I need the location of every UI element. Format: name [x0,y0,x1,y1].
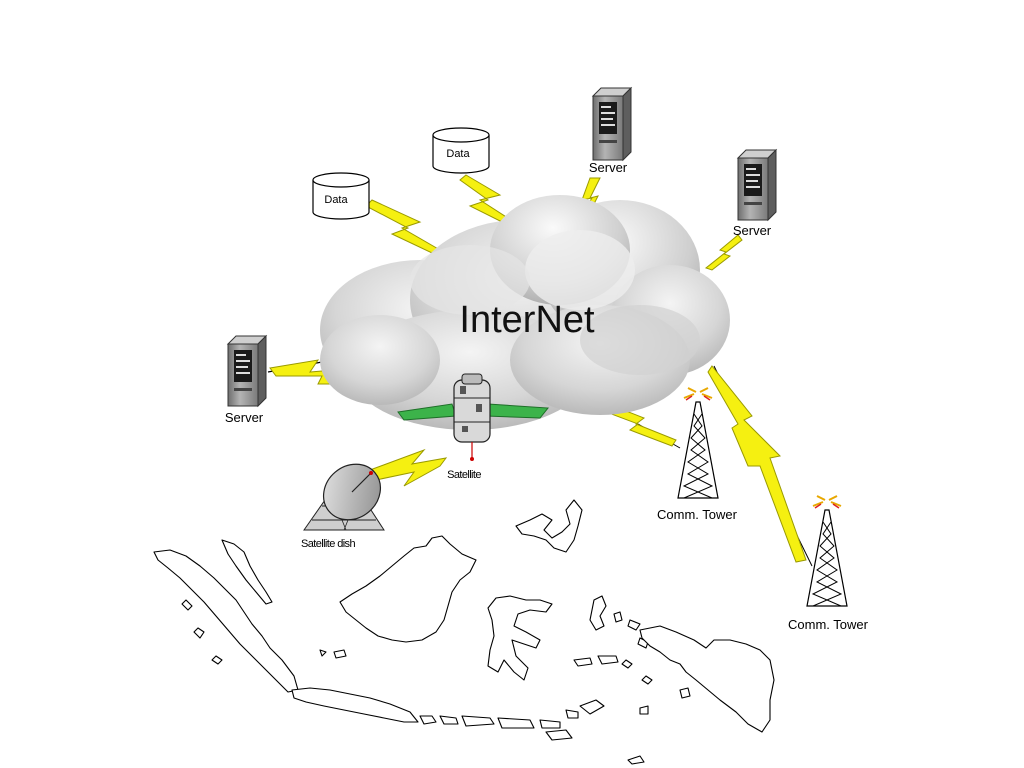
tower-icon [806,495,848,607]
internet-cloud [320,195,730,430]
tower-node-1[interactable]: Comm. Tower [657,387,738,522]
satellite-node[interactable]: Satellite [397,373,549,481]
data-label: Data [324,194,348,206]
link-bolt-satellite-dish [369,448,448,487]
server-label: Server [589,160,628,175]
server-label: Server [225,410,264,425]
island-sulawesi [487,595,553,681]
links [267,174,813,567]
server-label: Server [733,223,772,238]
server-icon [226,334,268,408]
satellite-dish-node[interactable]: Satellite dish [301,453,392,550]
satellite-dish-icon [303,463,385,531]
tower-label: Comm. Tower [657,507,738,522]
link-bolt-data-1 [365,199,442,254]
island-sumatra [153,549,299,693]
island-borneo [339,535,477,643]
link-bolt-tower-1 [605,403,677,447]
database-icon [432,127,490,174]
cloud-label: InterNet [459,299,595,341]
link-bolt-tower-2 [707,365,807,563]
data-label: Data [446,148,470,160]
data-node-2[interactable]: Data [432,127,490,174]
island-java [291,687,419,723]
server-node-left[interactable]: Server [225,334,268,425]
server-icon [736,148,778,222]
database-icon [312,172,370,220]
satellite-label: Satellite [447,469,481,481]
link-bolt-server-right [704,234,743,271]
island-malay-peninsula [221,539,273,605]
satellite-dish-label: Satellite dish [301,538,355,550]
server-icon [591,86,633,162]
tower-label: Comm. Tower [788,617,869,632]
server-node-right[interactable]: Server [733,148,778,238]
tower-node-2[interactable]: Comm. Tower [788,495,869,632]
island-new-guinea [639,625,775,733]
tower-icon [677,387,719,499]
data-node-1[interactable]: Data [312,172,370,220]
satellite-icon [397,373,549,461]
archipelago-map [153,499,775,765]
server-node-top[interactable]: Server [589,86,633,175]
